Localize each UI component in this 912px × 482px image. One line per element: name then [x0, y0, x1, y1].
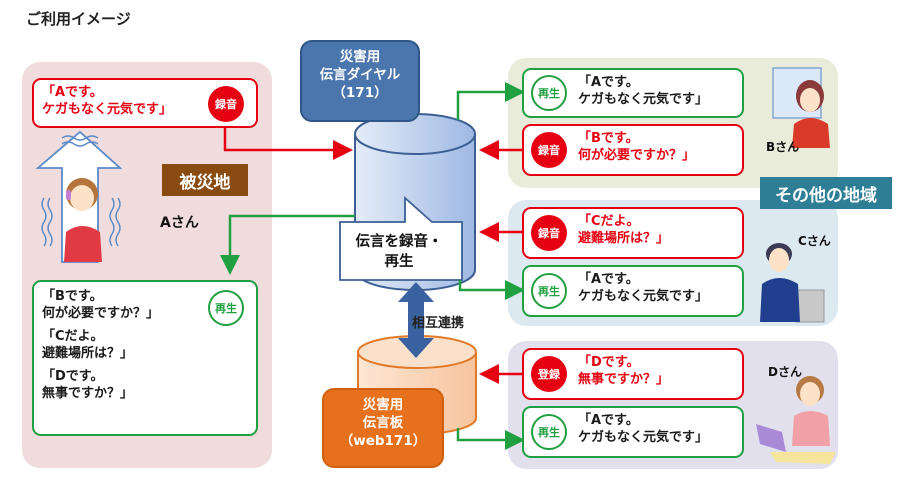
- arrow-b-play: [456, 82, 525, 120]
- callout-bubble: [339, 195, 463, 281]
- playback-badge: 再生: [531, 414, 567, 450]
- person-d-name: Dさん: [768, 365, 802, 379]
- received-message: 「Dです。 無事ですか？」: [42, 369, 134, 401]
- person-c-illustration: [760, 243, 825, 323]
- page-title: ご利用イメージ: [26, 10, 131, 28]
- record-badge: 録音: [531, 215, 567, 251]
- disaster-area-label: 被災地: [162, 164, 248, 196]
- person-b-name: Bさん: [766, 140, 800, 154]
- register-badge: 登録: [531, 356, 567, 392]
- web171-service: 災害用 伝言板 （web171）: [322, 388, 444, 468]
- callout-text: 伝言を録音・ 再生: [355, 234, 443, 270]
- arrow-d-play: [456, 428, 525, 450]
- person-c-name: Cさん: [798, 234, 831, 248]
- arrow-c-play: [458, 280, 525, 300]
- playback-badge: 再生: [531, 273, 567, 309]
- received-message: 「Cだよ。 避難場所は？」: [42, 329, 134, 361]
- record-badge: 録音: [531, 132, 567, 168]
- person-d-illustration: [756, 376, 836, 464]
- record-badge: 録音: [208, 86, 244, 122]
- other-area-label: その他の地域: [760, 177, 892, 209]
- mutual-link-label: 相互連携: [412, 316, 465, 331]
- dial-171-service: 災害用 伝言ダイヤル （171）: [300, 40, 420, 122]
- arrow-a-record: [223, 127, 353, 160]
- arrow-a-playback: [220, 214, 355, 275]
- received-message-list: 「Bです。 何が必要ですか？」 「Cだよ。 避難場所は？」 「Dです。 無事です…: [42, 288, 159, 408]
- person-b-illustration: [772, 67, 830, 148]
- person-a-name: Aさん: [160, 215, 199, 231]
- received-message: 「Bです。 何が必要ですか？」: [42, 289, 160, 321]
- playback-badge: 再生: [531, 75, 567, 111]
- person-a-illustration: [64, 178, 102, 262]
- playback-badge: 再生: [208, 290, 244, 326]
- mutual-link-arrow: [398, 282, 434, 358]
